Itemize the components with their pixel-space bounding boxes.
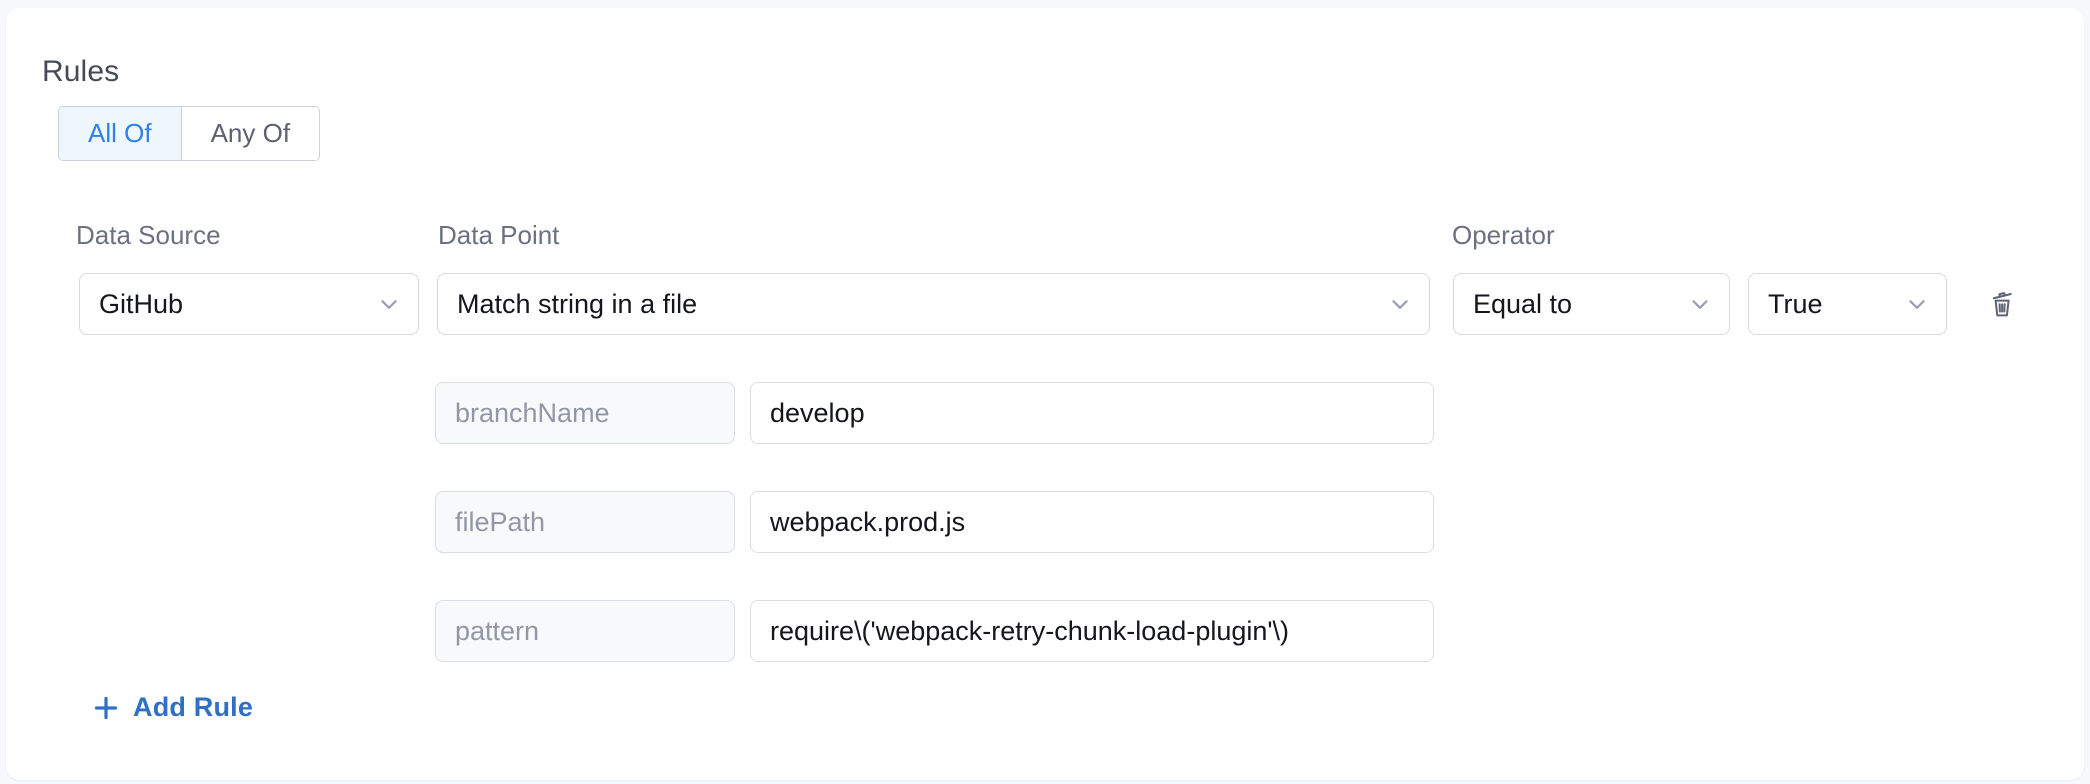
parameter-value-input[interactable]: develop — [750, 382, 1434, 444]
match-mode-any-of-button[interactable]: Any Of — [180, 107, 320, 160]
data-source-label: Data Source — [76, 220, 221, 250]
operator-label: Operator — [1452, 220, 1555, 250]
operator-value: Equal to — [1473, 288, 1573, 319]
chevron-down-icon — [1687, 291, 1713, 317]
data-source-select[interactable]: GitHub — [79, 273, 419, 335]
data-source-value: GitHub — [99, 288, 184, 319]
operand-value: True — [1768, 288, 1823, 319]
page-title: Rules — [42, 55, 120, 88]
data-point-label: Data Point — [438, 220, 560, 250]
delete-rule-button[interactable] — [1978, 282, 2024, 328]
parameter-row: pattern require\('webpack-retry-chunk-lo… — [435, 600, 1434, 662]
match-mode-segmented-control[interactable]: All Of Any Of — [58, 106, 321, 161]
add-rule-button[interactable]: Add Rule — [92, 692, 253, 723]
chevron-down-icon — [376, 291, 402, 317]
parameter-key-label: filePath — [435, 491, 735, 553]
add-rule-label: Add Rule — [133, 692, 254, 722]
parameter-value-input[interactable]: webpack.prod.js — [750, 491, 1434, 553]
parameter-key-label: branchName — [435, 382, 735, 444]
parameter-key-label: pattern — [435, 600, 735, 662]
data-point-select[interactable]: Match string in a file — [437, 273, 1430, 335]
data-point-value: Match string in a file — [457, 288, 698, 319]
parameter-value-input[interactable]: require\('webpack-retry-chunk-load-plugi… — [750, 600, 1434, 662]
match-mode-all-of-button[interactable]: All Of — [59, 107, 181, 160]
trash-icon — [1981, 284, 2021, 327]
chevron-down-icon — [1904, 291, 1930, 317]
operator-select[interactable]: Equal to — [1453, 273, 1730, 335]
chevron-down-icon — [1387, 291, 1413, 317]
rules-card: Rules All Of Any Of Data Source Data Poi… — [6, 8, 2084, 780]
parameter-row: branchName develop — [435, 382, 1434, 444]
parameter-row: filePath webpack.prod.js — [435, 491, 1434, 553]
plus-icon — [92, 694, 120, 722]
operand-value-select[interactable]: True — [1748, 273, 1947, 335]
